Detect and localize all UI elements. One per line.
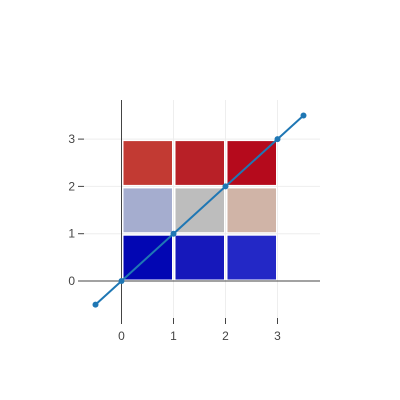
series-line [94,114,305,306]
x-tick-label: 3 [274,329,281,343]
data-point [300,112,307,119]
y-tick-label: 1 [68,227,75,241]
data-point [170,230,177,237]
y-tick-label: 3 [68,132,75,146]
heatmap-cell [227,235,276,280]
y-tick-label: 0 [68,274,75,288]
heatmap-cell [227,188,276,233]
x-tick-label: 0 [118,329,125,343]
data-point [222,183,229,190]
heatmap-cells [123,141,276,280]
y-tick-label: 2 [68,179,75,193]
data-point [118,278,125,284]
x-tick-label: 1 [170,329,177,343]
line-series [92,112,307,308]
tick-labels: 0 1 2 3 0 1 2 3 [68,132,281,343]
heatmap-cell [123,188,172,233]
data-point [274,136,281,143]
heatmap-cell [175,141,224,185]
heatmap-cell [123,141,172,185]
data-point [92,301,99,308]
heatmap-cell [175,235,224,280]
x-tick-label: 2 [222,329,229,343]
